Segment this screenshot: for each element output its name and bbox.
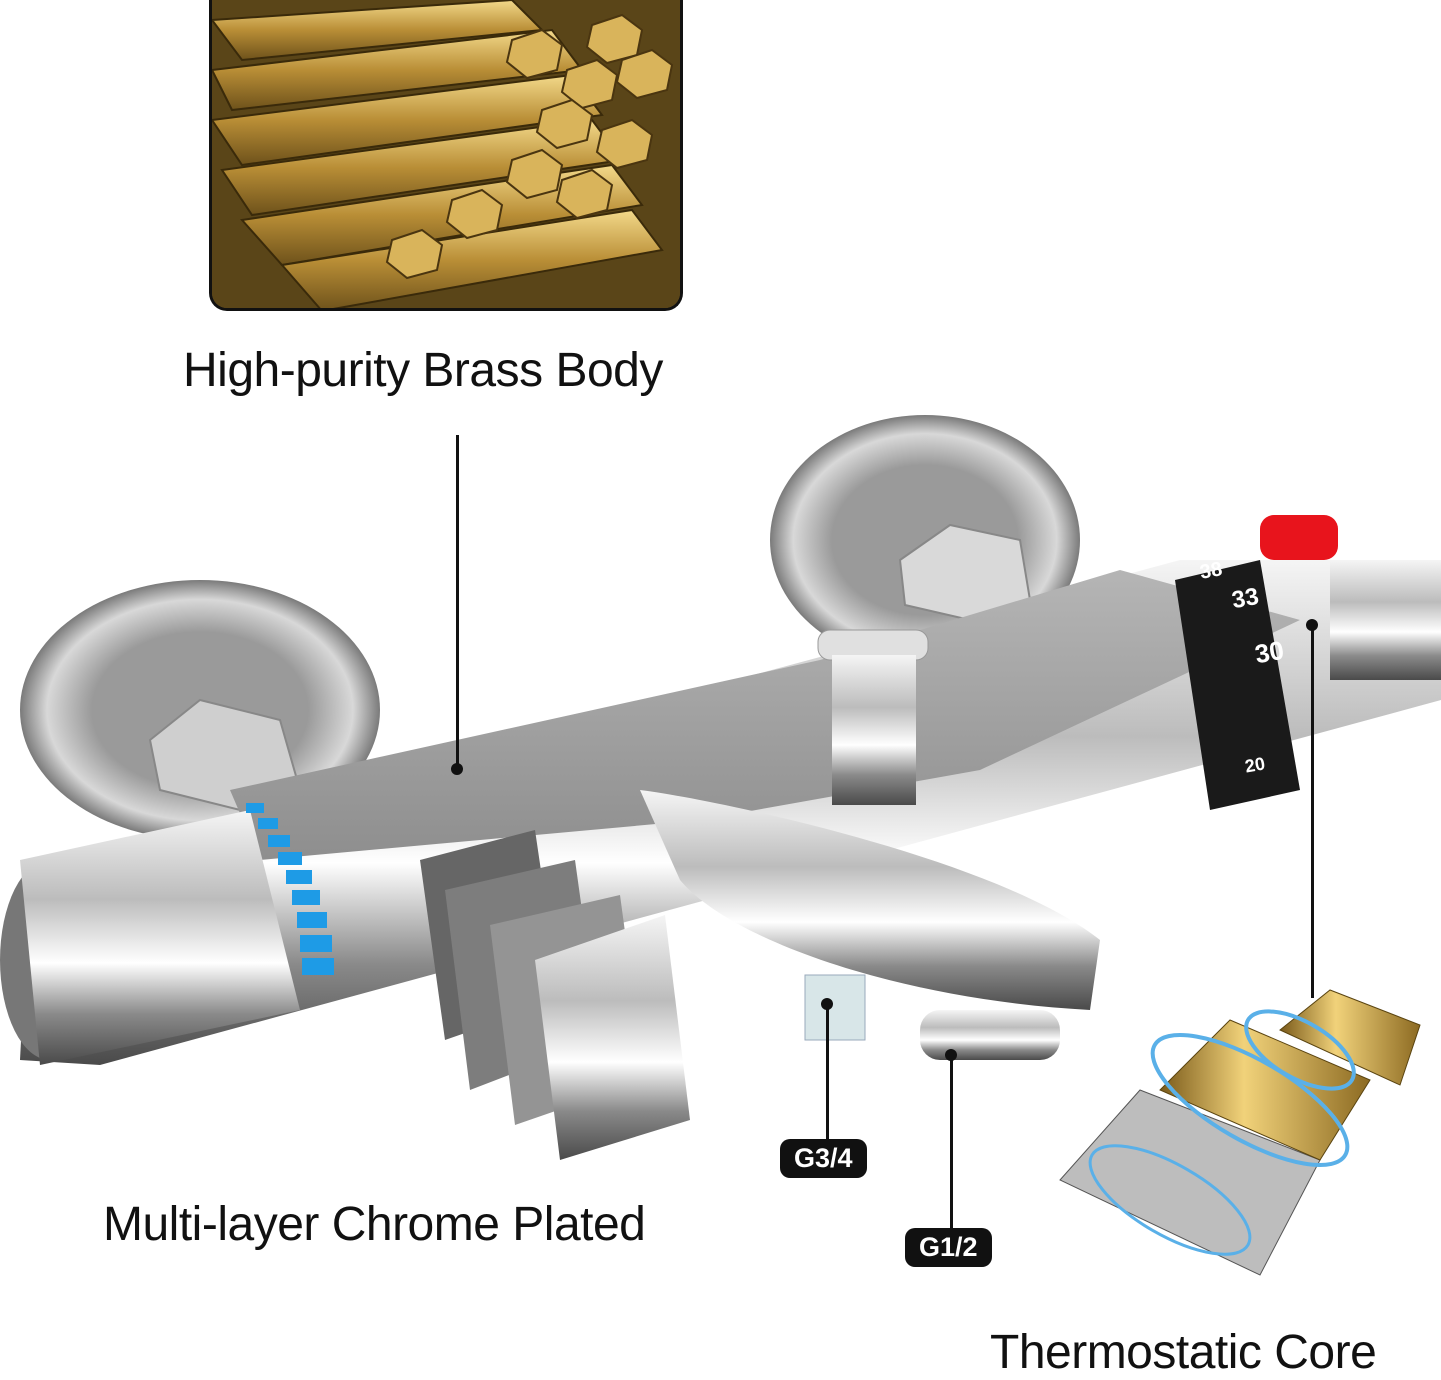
thermostatic-core-cartridge [1059,989,1421,1276]
diverter-stem [832,655,916,805]
g12-leader-dot [945,1049,957,1061]
right-handle [1330,560,1441,680]
dial-mark-38: 38 [1198,558,1224,584]
flow-dial-marks [246,803,334,975]
safety-button [1260,515,1338,560]
temperature-dial-band [1175,560,1300,810]
thermostatic-core-caption: Thermostatic Core [990,1326,1377,1379]
dial-mark-30: 30 [1252,634,1287,670]
chrome-layer-swatches [420,830,690,1160]
chrome-plated-caption: Multi-layer Chrome Plated [103,1198,646,1251]
core-leader-line [1311,625,1314,998]
g12-connector [920,1010,1060,1060]
brass-rods-photo [209,0,683,311]
brass-leader-line [456,435,459,770]
g12-leader-line [950,1055,953,1230]
g34-leader-dot [821,998,833,1010]
g12-size-badge: G1/2 [905,1228,992,1267]
brass-body-caption: High-purity Brass Body [183,344,663,397]
g34-leader-line [826,1004,829,1141]
brass-leader-dot [451,763,463,775]
g34-size-badge: G3/4 [780,1139,867,1178]
left-handle [20,810,300,1065]
core-leader-dot [1306,619,1318,631]
dial-mark-33: 33 [1229,582,1261,615]
mixer-top-deck [230,570,1300,860]
brass-rods-illustration [212,0,680,308]
dial-mark-20: 20 [1243,753,1267,777]
g34-connector [804,974,866,1041]
spout [640,790,1100,1010]
